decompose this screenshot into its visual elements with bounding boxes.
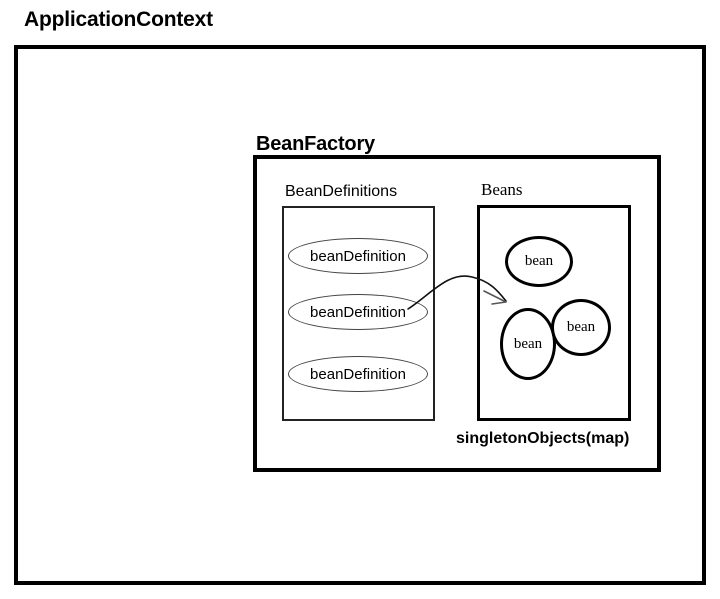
bean-definition-node: beanDefinition [288,356,428,392]
beans-title: Beans [481,180,523,199]
bean-factory-title: BeanFactory [256,133,375,155]
bean-definition-node: beanDefinition [288,294,428,330]
bean-definition-label: beanDefinition [310,365,406,383]
application-context-title: ApplicationContext [24,8,213,31]
singleton-objects-caption: singletonObjects(map) [456,430,630,447]
bean-node: bean [551,299,611,356]
bean-node: bean [505,236,573,287]
bean-definitions-title: BeanDefinitions [285,183,398,200]
bean-definition-node: beanDefinition [288,238,428,274]
bean-label: bean [566,319,596,335]
bean-label: bean [524,253,554,269]
bean-definition-label: beanDefinition [310,303,406,321]
bean-node: bean [500,308,556,380]
bean-label: bean [513,335,543,352]
bean-definition-label: beanDefinition [310,247,406,265]
